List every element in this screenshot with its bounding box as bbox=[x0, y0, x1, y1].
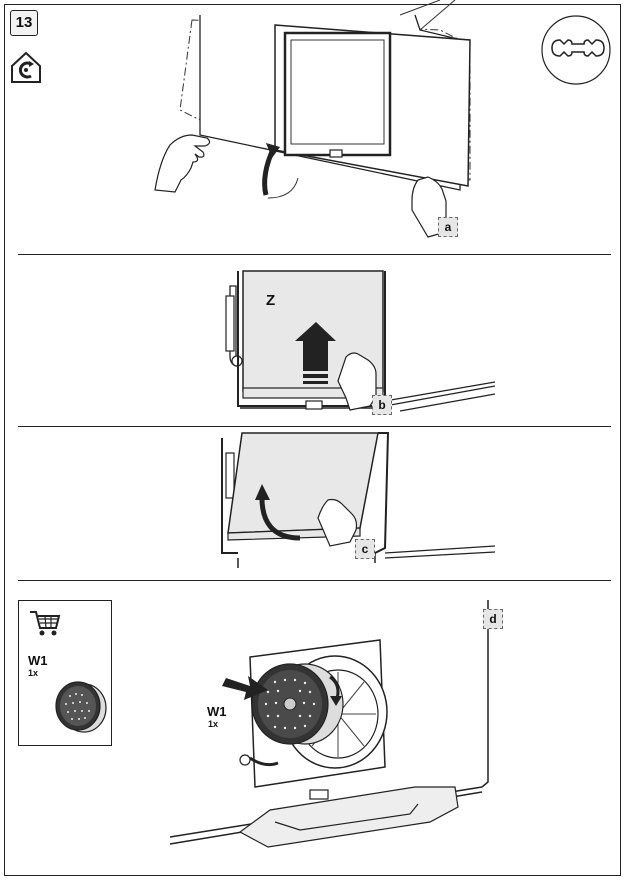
divider-3 bbox=[18, 580, 611, 581]
panel-label-z: Z bbox=[266, 292, 276, 309]
callout-b: b bbox=[372, 395, 392, 415]
callout-d: d bbox=[483, 609, 503, 629]
house-recirculation-icon bbox=[11, 51, 41, 83]
part-quantity: 1x bbox=[28, 668, 39, 678]
hood-panel-2-illustration bbox=[225, 270, 496, 412]
divider-1 bbox=[18, 254, 611, 255]
filter-quantity-label: 1x bbox=[208, 719, 219, 729]
step-number: 13 bbox=[10, 10, 38, 36]
carbon-filter-part-image bbox=[55, 681, 107, 733]
hood-panel-3-illustration bbox=[221, 432, 496, 568]
page-frame bbox=[4, 4, 621, 876]
wrench-icon bbox=[541, 15, 611, 85]
callout-c: c bbox=[355, 539, 375, 559]
filter-code-label: W1 bbox=[207, 704, 227, 719]
hood-panel-4-illustration bbox=[169, 600, 489, 848]
callout-a: a bbox=[438, 217, 458, 237]
hood-panel-1-illustration bbox=[154, 0, 471, 238]
shopping-cart-icon bbox=[30, 611, 61, 636]
part-code: W1 bbox=[28, 653, 48, 668]
divider-2 bbox=[18, 426, 611, 427]
